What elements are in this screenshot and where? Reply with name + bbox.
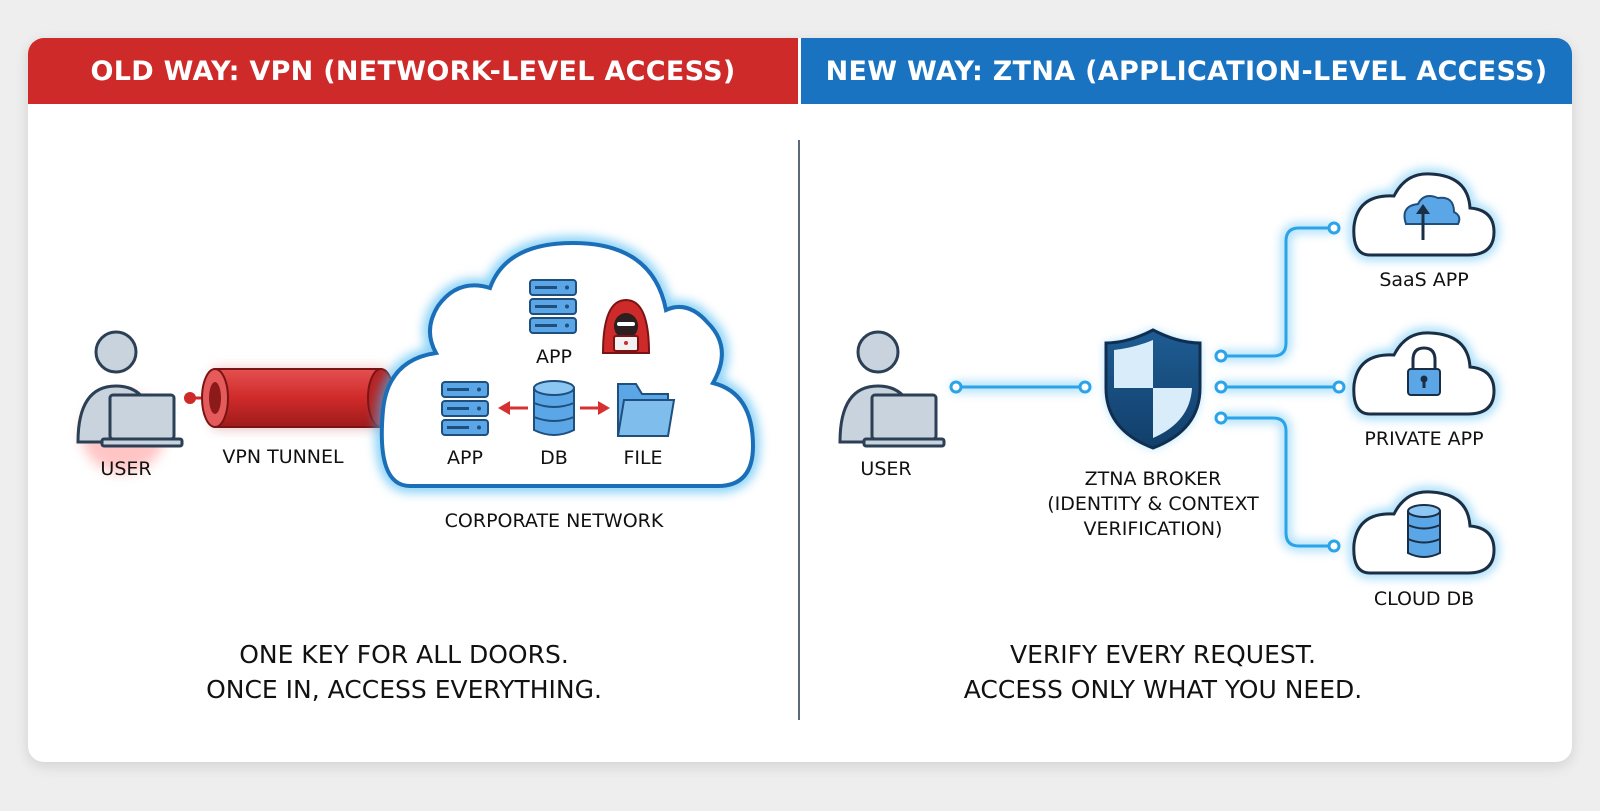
broker-label-line2: (IDENTITY & CONTEXT <box>1047 493 1259 515</box>
diagram-canvas: USER VPN TUNNEL APP <box>76 168 1500 704</box>
new-way-header: NEW WAY: ZTNA (APPLICATION-LEVEL ACCESS) <box>801 38 1572 104</box>
left-caption-line2: ONCE IN, ACCESS EVERYTHING. <box>206 675 602 704</box>
user-icon <box>76 330 184 473</box>
panel-divider <box>798 140 800 720</box>
right-user-label: USER <box>860 458 911 480</box>
hacker-icon <box>601 298 651 354</box>
left-caption-line1: ONE KEY FOR ALL DOORS. <box>239 640 569 669</box>
ztna-shield-icon <box>1104 328 1202 450</box>
private-app-label: PRIVATE APP <box>1364 428 1483 450</box>
cloud-db-label: CLOUD DB <box>1374 588 1474 610</box>
saas-cloud-icon <box>1348 168 1500 260</box>
database-icon <box>533 380 575 436</box>
lateral-movement-arrows <box>498 401 610 415</box>
folder-icon <box>616 383 676 437</box>
user-icon <box>838 330 946 448</box>
private-app-cloud-icon <box>1348 327 1500 419</box>
app-top-label: APP <box>536 346 572 368</box>
header-separator <box>798 38 801 104</box>
file-label: FILE <box>623 447 662 469</box>
old-way-header: OLD WAY: VPN (NETWORK-LEVEL ACCESS) <box>28 38 798 104</box>
comparison-card: OLD WAY: VPN (NETWORK-LEVEL ACCESS) NEW … <box>28 38 1572 762</box>
right-caption-line2: ACCESS ONLY WHAT YOU NEED. <box>964 675 1362 704</box>
saas-app-label: SaaS APP <box>1379 269 1468 291</box>
vpn-tunnel-label: VPN TUNNEL <box>222 446 344 468</box>
db-label: DB <box>540 447 568 469</box>
right-caption-line1: VERIFY EVERY REQUEST. <box>1010 640 1316 669</box>
broker-label-line1: ZTNA BROKER <box>1085 468 1222 490</box>
app-label: APP <box>447 447 483 469</box>
broker-label-line3: VERIFICATION) <box>1084 518 1223 540</box>
app-server-icon <box>441 381 489 436</box>
left-user-label: USER <box>100 458 151 480</box>
ztna-connection-lines <box>949 221 1346 553</box>
app-server-top-icon <box>529 279 577 334</box>
cloud-db-icon <box>1348 486 1500 578</box>
corporate-network-label: CORPORATE NETWORK <box>445 510 664 532</box>
